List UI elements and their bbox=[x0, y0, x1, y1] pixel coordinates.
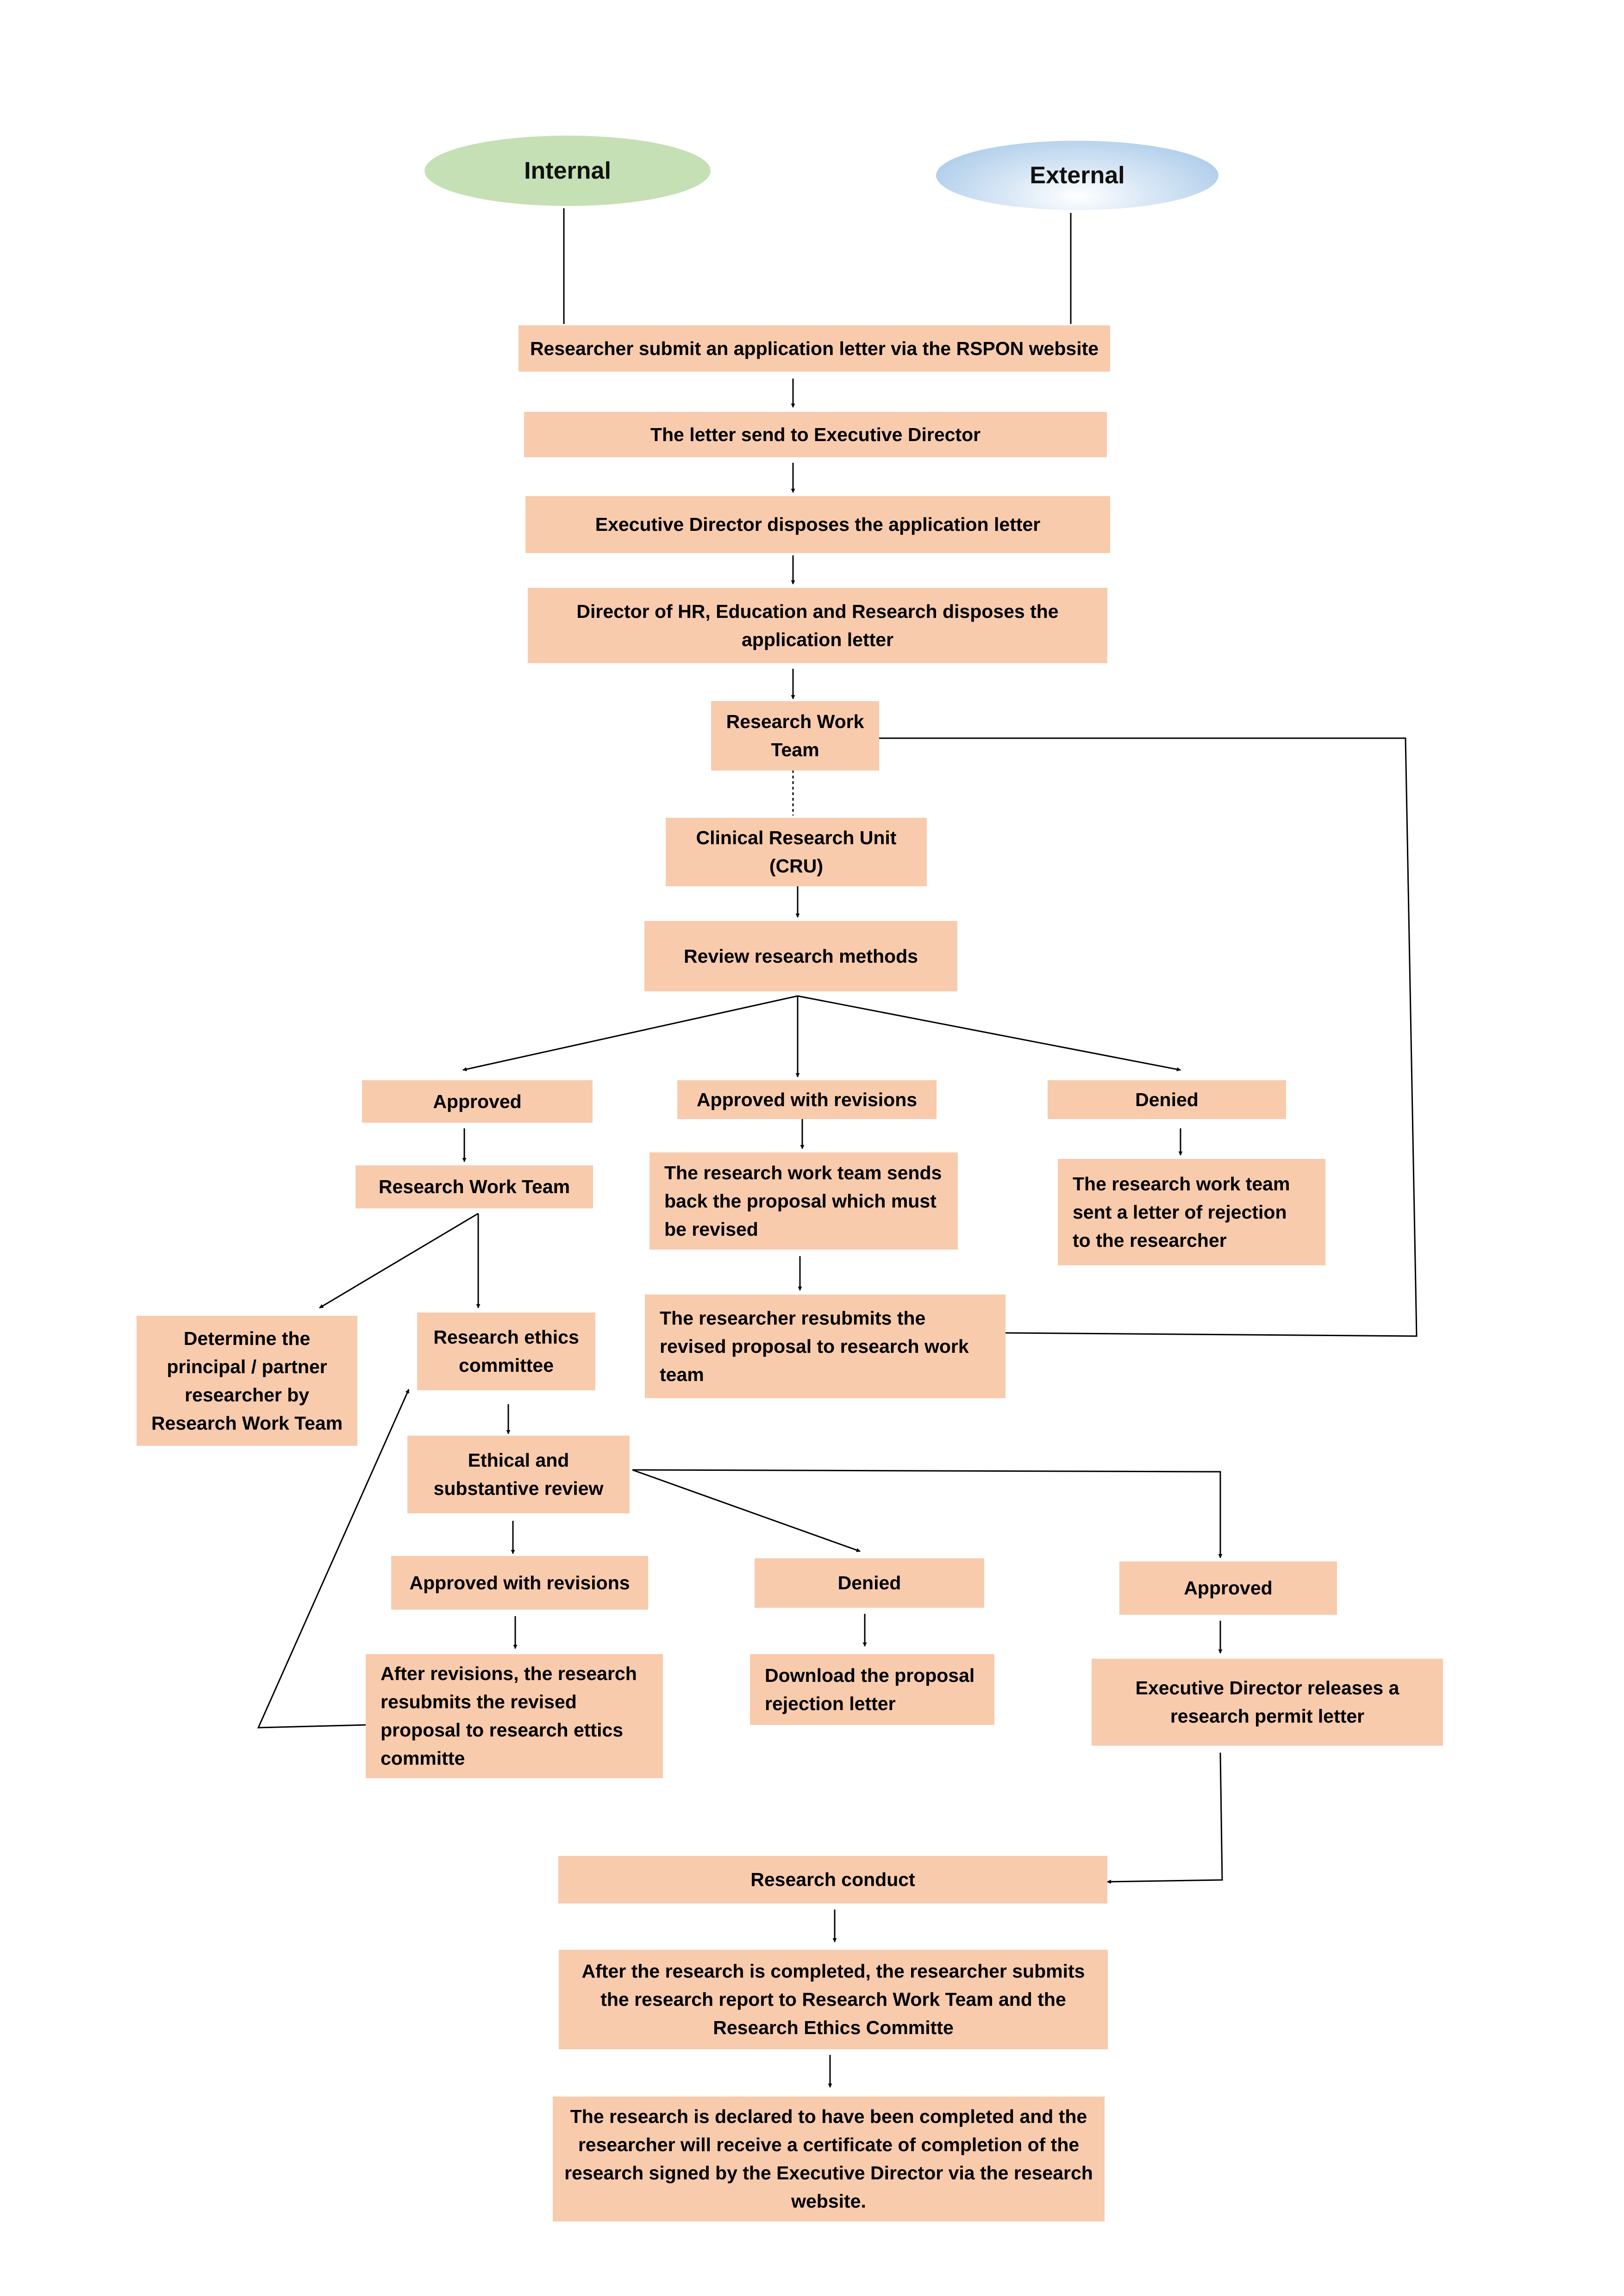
ethics-permit-letter-text: Executive Director releases a research p… bbox=[1135, 1677, 1399, 1727]
outcome-approved: Approved bbox=[362, 1080, 593, 1123]
internal-start-oval: Internal bbox=[425, 136, 711, 206]
outcome-approved-with-revisions: Approved with revisions bbox=[677, 1080, 937, 1119]
arrow-permit-to-conduct bbox=[1107, 1752, 1223, 1884]
step-ed-disposes: Executive Director disposes the applicat… bbox=[525, 496, 1110, 553]
final-submit-report: After the research is completed, the res… bbox=[559, 1950, 1108, 2049]
step-review-methods-text: Review research methods bbox=[684, 945, 918, 967]
arrow-review-to-ethics-approved bbox=[632, 1469, 1223, 1558]
step-research-work-team: Research Work Team bbox=[711, 701, 879, 771]
ethics-after-revisions-text: After revisions, the research resubmits … bbox=[381, 1663, 637, 1769]
ethics-denied-text: Denied bbox=[837, 1572, 901, 1593]
step-submit-letter: Researcher submit an application letter … bbox=[518, 325, 1110, 372]
loop-resubmit-to-rwt bbox=[877, 737, 1418, 1337]
ethics-download-rejection-text: Download the proposal rejection letter bbox=[765, 1664, 975, 1714]
arrow-review-to-denied bbox=[797, 995, 1181, 1071]
ethics-committee: Research ethics committee bbox=[417, 1313, 595, 1390]
ethics-determine-researcher: Determine the principal / partner resear… bbox=[137, 1316, 357, 1446]
step-director-hr: Director of HR, Education and Research d… bbox=[528, 588, 1107, 663]
ethics-download-rejection: Download the proposal rejection letter bbox=[750, 1654, 994, 1725]
step-research-work-team-text: Research Work Team bbox=[726, 711, 864, 760]
ethics-approved-with-revisions: Approved with revisions bbox=[391, 1556, 648, 1610]
ethics-approved-with-revisions-text: Approved with revisions bbox=[409, 1572, 630, 1593]
outcome-denied: Denied bbox=[1048, 1080, 1286, 1119]
final-completion: The research is declared to have been co… bbox=[553, 2097, 1105, 2221]
outcome-rejection-letter-text: The research work team sent a letter of … bbox=[1073, 1173, 1290, 1251]
arrow-review-to-approved bbox=[462, 995, 798, 1071]
ethics-determine-researcher-text: Determine the principal / partner resear… bbox=[151, 1327, 343, 1434]
step-review-methods: Review research methods bbox=[644, 921, 957, 991]
ethics-permit-letter: Executive Director releases a research p… bbox=[1092, 1659, 1443, 1746]
step-send-to-ed-text: The letter send to Executive Director bbox=[650, 423, 981, 445]
outcome-rejection-letter: The research work team sent a letter of … bbox=[1058, 1159, 1325, 1265]
ethics-review-text: Ethical and substantive review bbox=[433, 1450, 604, 1499]
outcome-rwt-after-approval-text: Research Work Team bbox=[378, 1176, 570, 1197]
arrow-rwt-to-determine bbox=[319, 1213, 479, 1309]
outcome-sends-back: The research work team sends back the pr… bbox=[650, 1152, 958, 1250]
external-label: External bbox=[1030, 162, 1125, 189]
step-ed-disposes-text: Executive Director disposes the applicat… bbox=[595, 514, 1041, 535]
final-research-conduct: Research conduct bbox=[558, 1856, 1107, 1904]
outcome-sends-back-text: The research work team sends back the pr… bbox=[664, 1162, 942, 1240]
outcome-approved-with-revisions-text: Approved with revisions bbox=[696, 1089, 918, 1110]
ethics-review: Ethical and substantive review bbox=[407, 1436, 630, 1513]
final-completion-text: The research is declared to have been co… bbox=[564, 2106, 1093, 2212]
loop-after-revisions-to-ethics bbox=[257, 1389, 410, 1729]
arrow-review-to-ethics-denied bbox=[632, 1469, 861, 1552]
outcome-resubmits: The researcher resubmits the revised pro… bbox=[645, 1294, 1006, 1398]
ethics-approved-text: Approved bbox=[1184, 1577, 1273, 1599]
ethics-after-revisions: After revisions, the research resubmits … bbox=[366, 1654, 663, 1778]
ethics-committee-text: Research ethics committee bbox=[433, 1326, 579, 1376]
ethics-approved: Approved bbox=[1119, 1562, 1337, 1615]
outcome-approved-text: Approved bbox=[433, 1090, 522, 1112]
outcome-rwt-after-approval: Research Work Team bbox=[356, 1165, 593, 1208]
internal-label: Internal bbox=[524, 157, 611, 184]
ethics-denied: Denied bbox=[755, 1558, 984, 1608]
step-submit-letter-text: Researcher submit an application letter … bbox=[530, 337, 1099, 359]
outcome-denied-text: Denied bbox=[1135, 1089, 1199, 1110]
final-submit-report-text: After the research is completed, the res… bbox=[581, 1960, 1085, 2038]
external-start-oval: External bbox=[936, 141, 1218, 210]
step-cru-text: Clinical Research Unit (CRU) bbox=[696, 827, 897, 877]
step-director-hr-text: Director of HR, Education and Research d… bbox=[576, 600, 1059, 650]
final-research-conduct-text: Research conduct bbox=[750, 1869, 915, 1890]
step-cru: Clinical Research Unit (CRU) bbox=[666, 818, 927, 886]
step-send-to-ed: The letter send to Executive Director bbox=[524, 412, 1107, 457]
outcome-resubmits-text: The researcher resubmits the revised pro… bbox=[660, 1307, 969, 1385]
